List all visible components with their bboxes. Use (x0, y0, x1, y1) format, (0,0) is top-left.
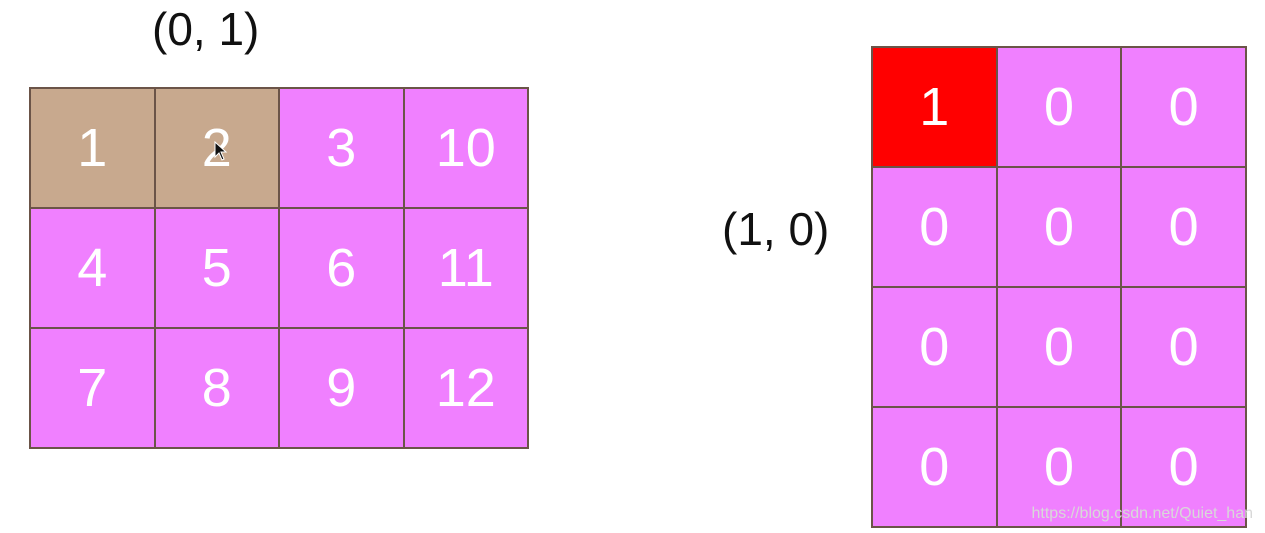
right-matrix-cell-r1c0: 0 (873, 168, 996, 286)
left-matrix: 123104561178912 (29, 87, 529, 449)
watermark: https://blog.csdn.net/Quiet_han (1031, 505, 1253, 522)
right-matrix-cell-r0c2: 0 (1122, 48, 1245, 166)
right-matrix-cell-r0c0: 1 (873, 48, 996, 166)
left-matrix-cell-r0c1: 2 (155, 89, 278, 207)
left-matrix-cell-r2c0: 7 (31, 329, 154, 447)
right-matrix-cell-r3c1: 0 (997, 408, 1121, 526)
right-matrix-cell-r3c0: 0 (873, 408, 996, 526)
left-matrix-cell-r0c3: 10 (404, 89, 527, 207)
left-matrix-cell-r0c0: 1 (31, 89, 154, 207)
right-matrix-cell-r2c2: 0 (1122, 288, 1245, 406)
right-matrix-label: (1, 0) (722, 203, 830, 255)
left-matrix-cell-r2c2: 9 (280, 329, 403, 447)
left-matrix-label: (0, 1) (152, 3, 260, 55)
left-matrix-cell-r2c3: 12 (404, 329, 527, 447)
left-matrix-cell-r2c1: 8 (155, 329, 278, 447)
right-matrix-cell-r1c2: 0 (1122, 168, 1245, 286)
left-matrix-cell-r1c0: 4 (31, 209, 154, 327)
right-matrix-cell-r1c1: 0 (997, 168, 1121, 286)
right-matrix-cell-r2c0: 0 (873, 288, 996, 406)
pointer-arrow-icon (214, 141, 227, 161)
left-matrix-cell-r1c1: 5 (155, 209, 278, 327)
right-matrix-cell-r2c1: 0 (997, 288, 1121, 406)
right-matrix-cell-r0c1: 0 (997, 48, 1121, 166)
left-matrix-cell-r1c2: 6 (280, 209, 403, 327)
left-matrix-cell-r0c2: 3 (280, 89, 403, 207)
right-matrix-cell-r3c2: 0 (1122, 408, 1245, 526)
left-matrix-cell-r1c3: 11 (404, 209, 527, 327)
